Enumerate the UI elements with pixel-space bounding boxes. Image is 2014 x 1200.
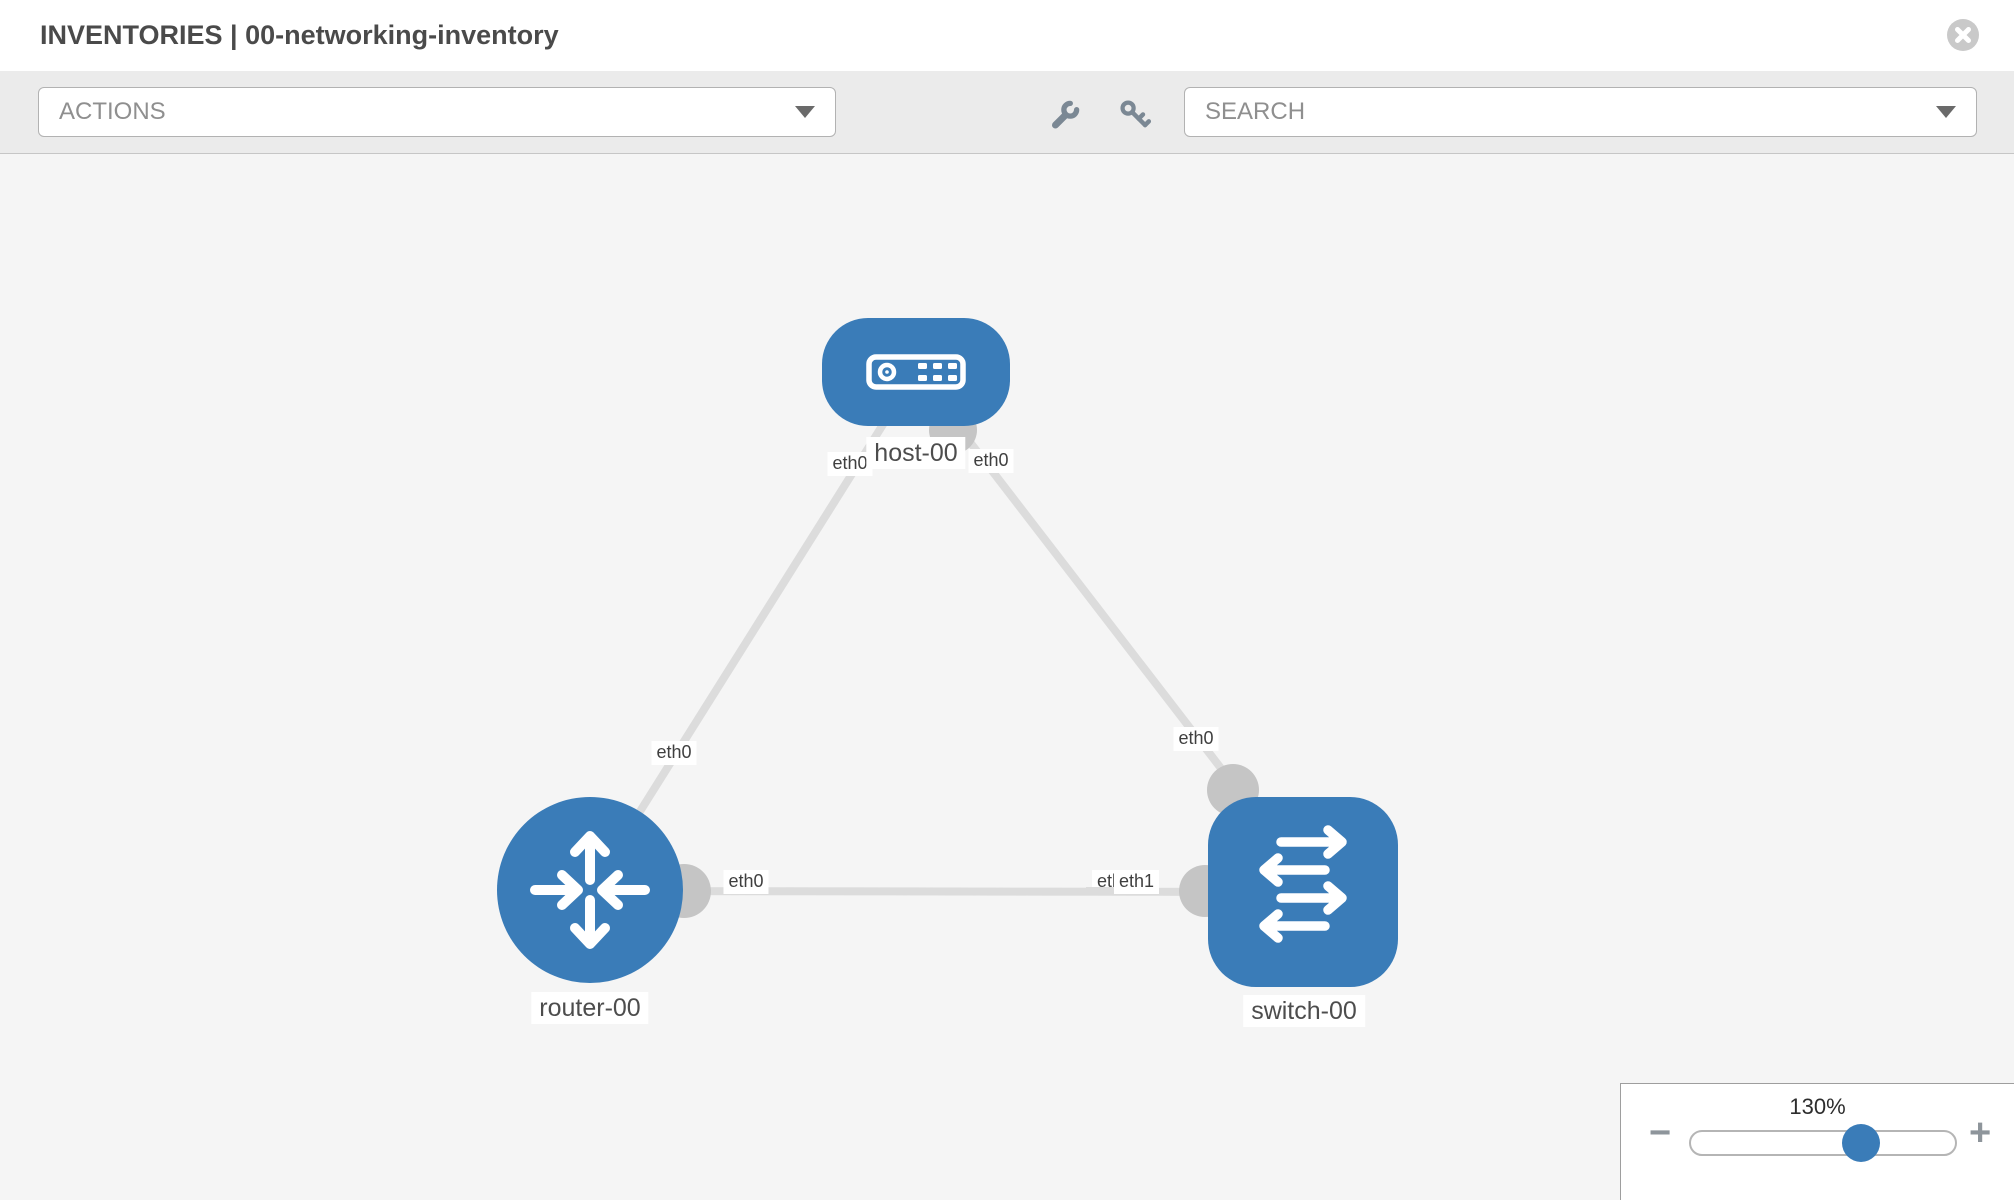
- key-icon[interactable]: [1118, 98, 1152, 132]
- header: INVENTORIES | 00-networking-inventory: [0, 0, 2014, 71]
- host-icon: [866, 354, 966, 390]
- search-dropdown[interactable]: SEARCH: [1184, 87, 1977, 137]
- zoom-panel: 130% − +: [1620, 1083, 2014, 1200]
- toolbar: ACTIONS SEARCH: [0, 71, 2014, 154]
- chevron-down-icon: [795, 106, 815, 118]
- node-switch-00[interactable]: [1208, 797, 1398, 987]
- zoom-slider-track[interactable]: [1689, 1124, 1957, 1162]
- wrench-icon[interactable]: [1048, 98, 1082, 132]
- switch-icon: [1259, 825, 1347, 943]
- actions-dropdown[interactable]: ACTIONS: [38, 87, 836, 137]
- topology-canvas[interactable]: [0, 154, 2014, 1200]
- interface-ports: [657, 406, 1259, 918]
- zoom-in-button[interactable]: +: [1969, 1112, 1992, 1154]
- router-icon: [530, 831, 650, 949]
- zoom-slider-thumb[interactable]: [1842, 1124, 1881, 1162]
- actions-dropdown-label: ACTIONS: [59, 98, 166, 125]
- zoom-level: 130%: [1789, 1094, 1846, 1119]
- page-title: INVENTORIES | 00-networking-inventory: [40, 20, 559, 50]
- chevron-down-icon: [1936, 106, 1956, 118]
- node-router-00[interactable]: [497, 797, 683, 983]
- node-host-00[interactable]: [822, 318, 1010, 426]
- close-icon[interactable]: [1946, 18, 1980, 52]
- search-dropdown-label: SEARCH: [1205, 98, 1306, 125]
- zoom-out-button[interactable]: −: [1649, 1112, 1672, 1154]
